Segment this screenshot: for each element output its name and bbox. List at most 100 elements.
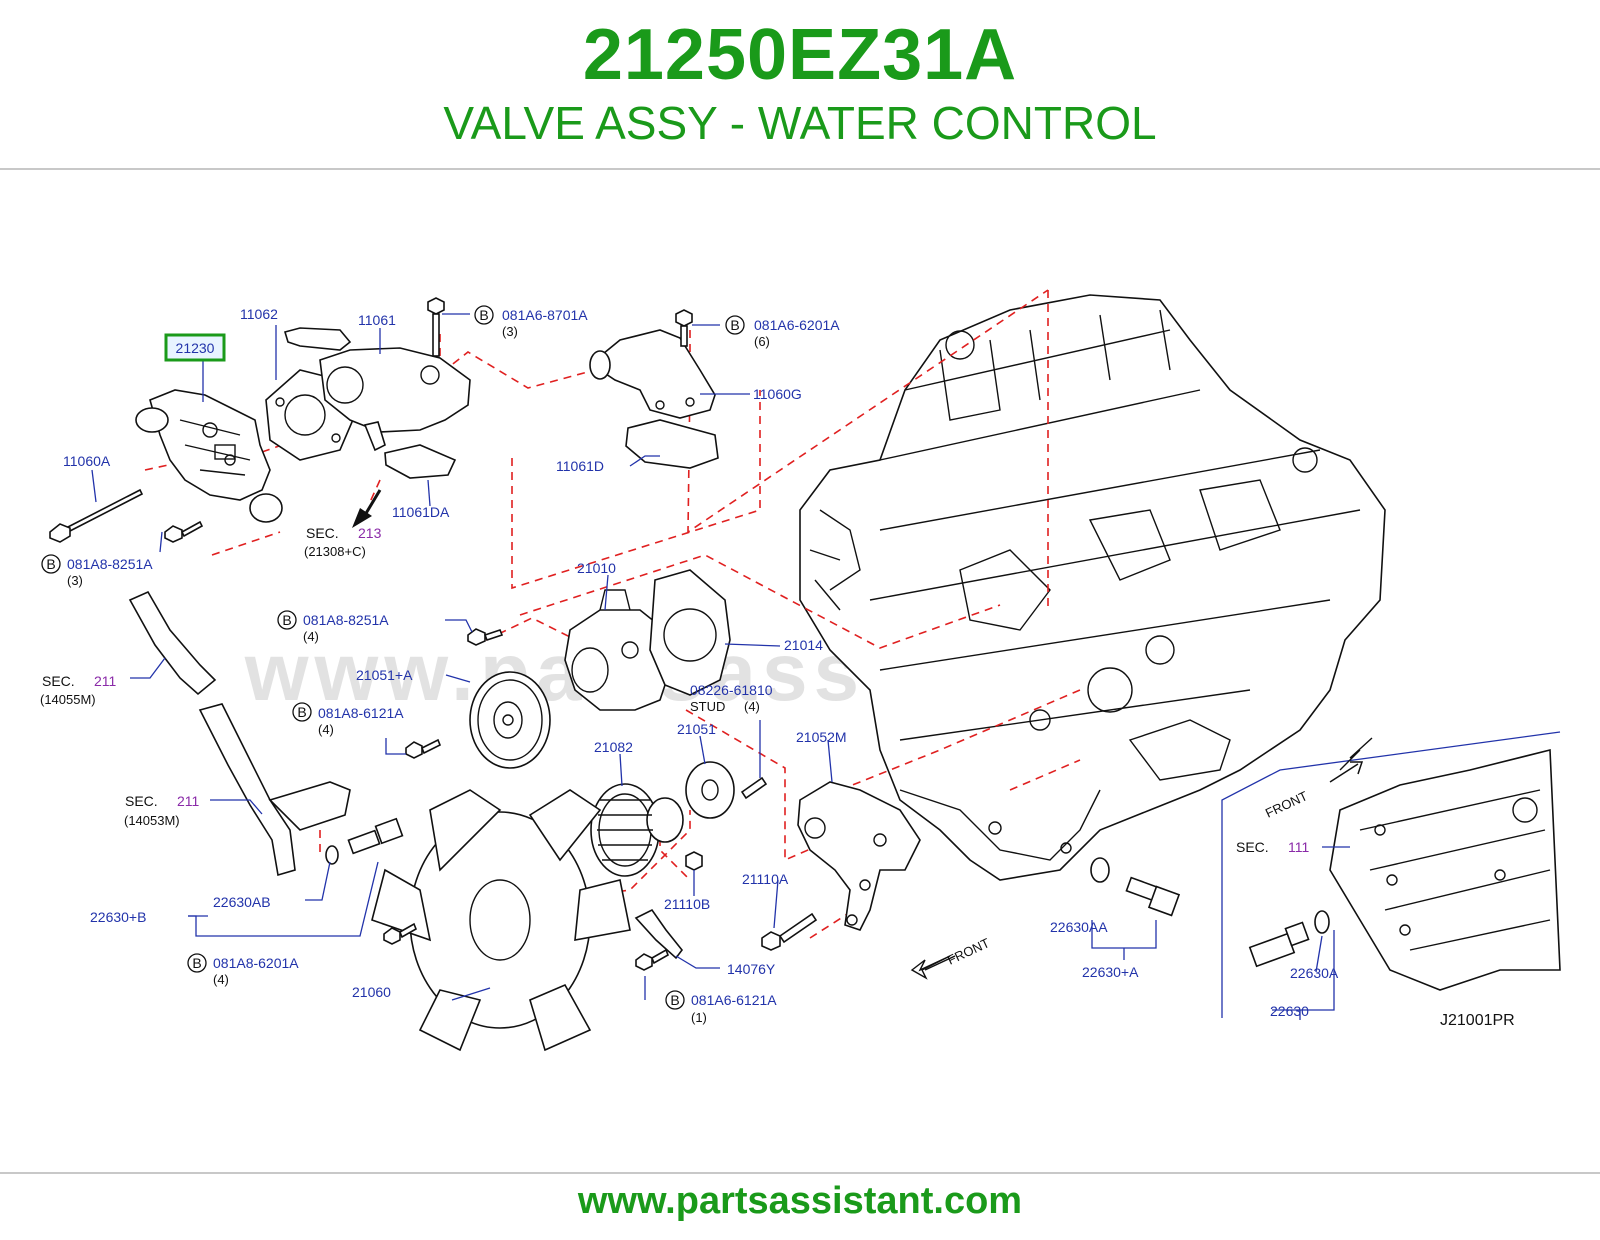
label-081A6-6121A[interactable]: 081A6-6121A: [691, 992, 777, 1008]
label-11061DA[interactable]: 11061DA: [392, 504, 450, 520]
label-21082[interactable]: 21082: [594, 739, 633, 755]
sec-label: SEC.: [125, 793, 158, 809]
bolt-081A6-6121A: [635, 948, 670, 971]
sec-211-number[interactable]: 211: [177, 793, 200, 809]
ref-14053M: (14053M): [124, 813, 180, 828]
exploded-parts-diagram: www.partsassistant.com: [40, 289, 1561, 1052]
label-21110A[interactable]: 21110A: [742, 871, 789, 887]
front-arrow: [910, 955, 956, 980]
header-divider: [0, 168, 1600, 170]
sec-label: SEC.: [306, 525, 339, 541]
label-21110B[interactable]: 21110B: [664, 896, 710, 912]
label-21060[interactable]: 21060: [352, 984, 391, 1000]
qty-081A8-6121A: (4): [318, 722, 334, 737]
pipe-14053M: [198, 703, 351, 877]
label-11060G[interactable]: 11060G: [753, 386, 802, 402]
bolt-11060A: [49, 488, 144, 543]
bracket-14076Y: [634, 908, 684, 960]
b-marker-text: B: [46, 556, 55, 572]
diagram-code: J21001PR: [1440, 1012, 1515, 1029]
sec-111-number[interactable]: 111: [1288, 839, 1309, 855]
qty-081A8-8251A-upper: (3): [67, 573, 83, 588]
front-arrow-inset: [1329, 761, 1364, 783]
qty-081A6-6121A: (1): [691, 1010, 707, 1025]
label-22630A-plus[interactable]: 22630+A: [1082, 964, 1139, 980]
gasket-11061DA: [384, 444, 457, 479]
label-21014[interactable]: 21014: [784, 637, 823, 653]
sensor-22630A-assy: [1090, 857, 1181, 917]
sec-label: SEC.: [42, 673, 75, 689]
label-21010[interactable]: 21010: [577, 560, 616, 576]
callout-lines: [91, 313, 1350, 1020]
part-number-title: 21250EZ31A: [582, 15, 1018, 95]
sec-label: SEC.: [1236, 839, 1269, 855]
label-081A6-8701A[interactable]: 081A6-8701A: [502, 307, 588, 323]
b-marker-text: B: [282, 612, 291, 628]
water-pump-21010: [564, 589, 671, 711]
label-21051[interactable]: 21051: [677, 721, 716, 737]
valve-assy-21230: [135, 389, 283, 523]
page-header: 21250EZ31A VALVE ASSY - WATER CONTROL: [0, 0, 1600, 168]
label-22630AB[interactable]: 22630AB: [213, 894, 271, 910]
label-08226-61810[interactable]: 08226-61810: [690, 682, 773, 698]
bolt-21110A: [761, 912, 818, 951]
bracket-21052M: [797, 781, 921, 931]
label-22630AA[interactable]: 22630AA: [1050, 919, 1108, 935]
label-11061[interactable]: 11061: [358, 312, 396, 328]
stud-08226-61810: [740, 776, 768, 800]
label-21230[interactable]: 21230: [176, 340, 215, 356]
label-081A6-6201A[interactable]: 081A6-6201A: [754, 317, 840, 333]
idler-21051: [685, 761, 735, 819]
ref-14055M: (14055M): [40, 692, 96, 707]
engine-block: [799, 294, 1386, 881]
b-marker-text: B: [479, 307, 488, 323]
nut-21110B: [685, 851, 703, 871]
label-21052M[interactable]: 21052M: [796, 729, 847, 745]
qty-081A6-8701A: (3): [502, 324, 518, 339]
fan-21060: [371, 789, 631, 1052]
label-21051A[interactable]: 21051+A: [356, 667, 413, 683]
bolt-081A8-6201A: [383, 922, 418, 945]
label-22630A[interactable]: 22630A: [1290, 965, 1339, 981]
footer-website-link[interactable]: www.partsassistant.com: [577, 1180, 1023, 1222]
b-marker-text: B: [297, 704, 306, 720]
label-11061D[interactable]: 11061D: [556, 458, 604, 474]
inset-panel: [1221, 731, 1561, 1018]
fan-clutch-21082: [590, 783, 684, 877]
gasket-11061D: [625, 419, 719, 469]
label-11060A[interactable]: 11060A: [63, 453, 111, 469]
b-marker-text: B: [192, 955, 201, 971]
ref-21308C: (21308+C): [304, 544, 366, 559]
sensor-22630AB: [325, 817, 404, 865]
bolt-081A8-8251A-mid: [467, 628, 504, 646]
sec-213-number[interactable]: 213: [358, 525, 382, 541]
highlighted-part-box: [164, 333, 226, 362]
label-14076Y[interactable]: 14076Y: [727, 961, 776, 977]
outlet-11060G: [589, 329, 716, 419]
front-label-inset: FRONT: [1263, 788, 1310, 821]
label-11062[interactable]: 11062: [240, 306, 278, 322]
label-081A8-8251A-mid[interactable]: 081A8-8251A: [303, 612, 389, 628]
part-description: VALVE ASSY - WATER CONTROL: [443, 97, 1157, 149]
sec-213-arrow: [352, 489, 382, 528]
housing-11061: [283, 327, 471, 452]
bolt-081A8-6121A: [405, 738, 442, 759]
gasket-21014: [649, 569, 731, 696]
qty-stud: (4): [744, 699, 760, 714]
label-081A8-6201A[interactable]: 081A8-6201A: [213, 955, 299, 971]
bolt-081A6-8701A: [427, 297, 445, 357]
bolt-081A8-8251A-upper: [164, 520, 204, 543]
qty-081A8-6201A: (4): [213, 972, 229, 987]
sec-211-number[interactable]: 211: [94, 673, 117, 689]
b-markers: B B B B B B B: [41, 305, 745, 1010]
b-marker-text: B: [730, 317, 739, 333]
front-label: FRONT: [945, 935, 992, 968]
stud-label: STUD: [690, 699, 725, 714]
label-081A8-8251A-upper[interactable]: 081A8-8251A: [67, 556, 153, 572]
label-081A8-6121A[interactable]: 081A8-6121A: [318, 705, 404, 721]
qty-081A6-6201A: (6): [754, 334, 770, 349]
label-22630B[interactable]: 22630+B: [90, 909, 146, 925]
pulley-21051A: [469, 671, 551, 769]
bolt-081A6-6201A: [675, 309, 693, 347]
label-22630[interactable]: 22630: [1270, 1003, 1309, 1019]
